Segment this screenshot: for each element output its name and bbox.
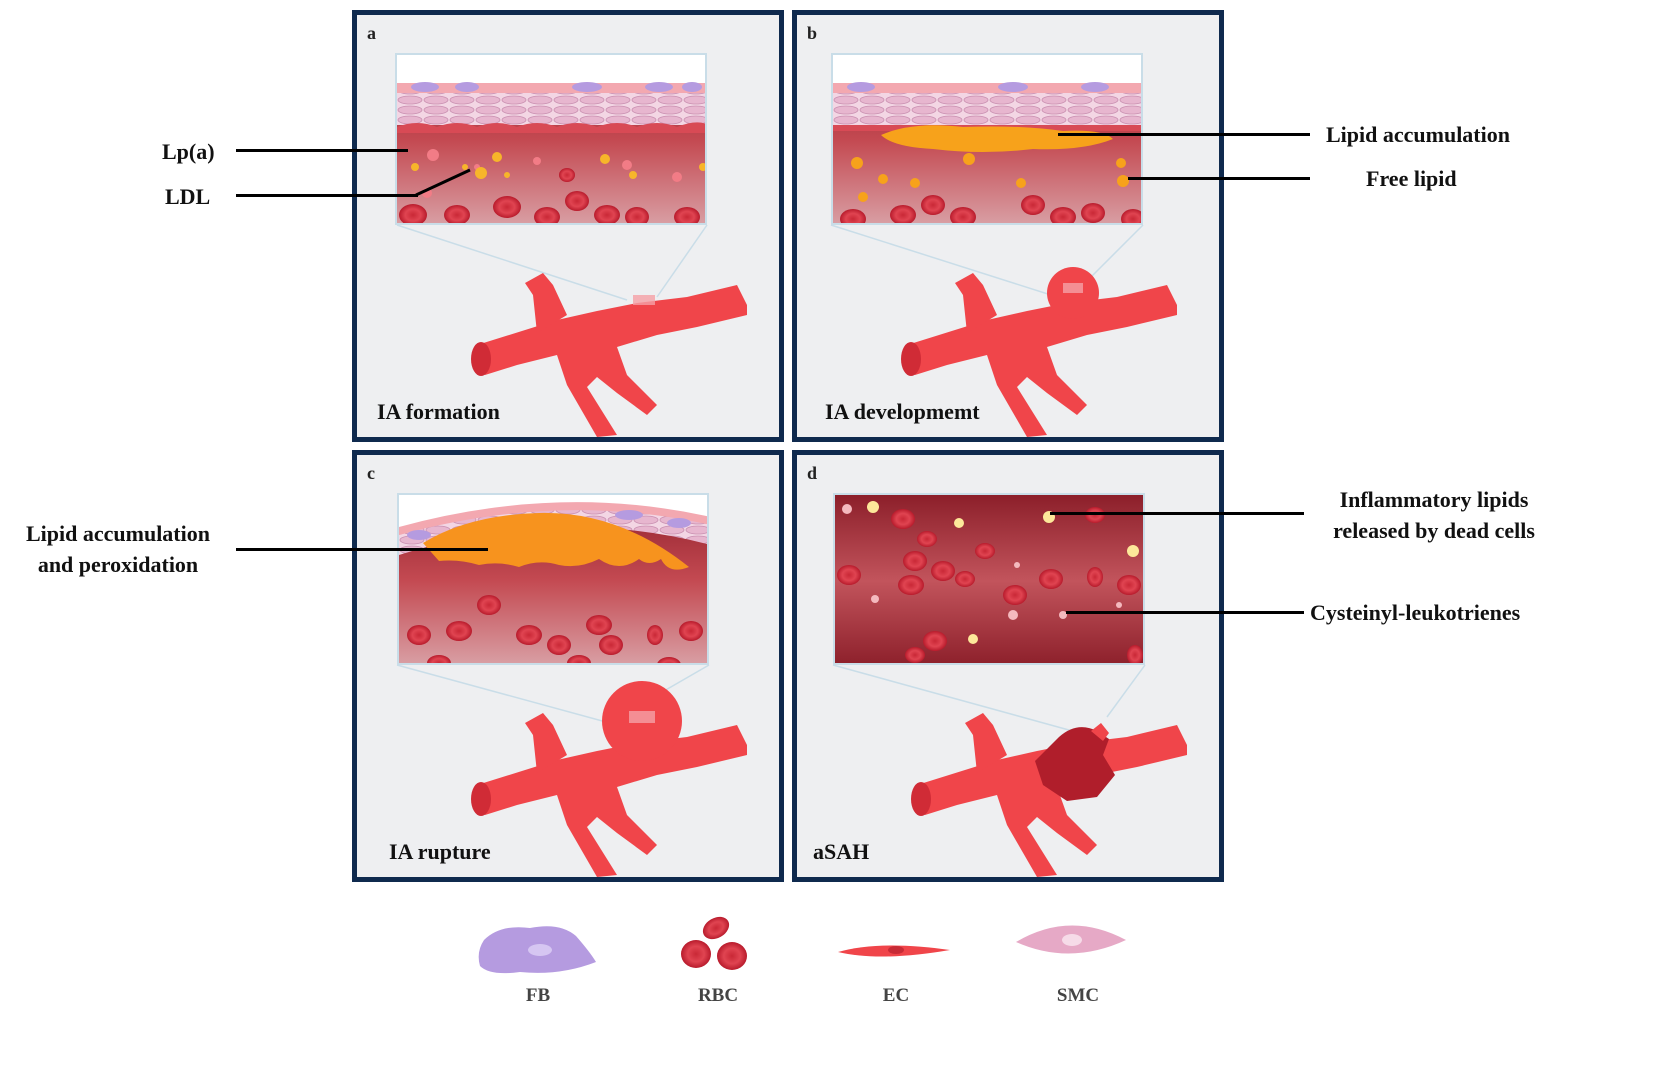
inflammatory-lipids-leader-line [1050,512,1304,515]
panel-caption: aSAH [813,839,870,864]
panel-caption: IA formation [377,399,500,424]
ldl-label: LDL [165,184,211,209]
lpa-leader-line [236,149,408,152]
ldl-leader-line [236,194,418,197]
ldl-particle [492,152,502,162]
panel-letter: b [807,23,818,43]
legend-label-smc: SMC [1056,985,1100,1006]
legend-label-ec: EC [882,985,910,1006]
panel-b: b [792,10,1224,442]
panel-d: d [792,450,1224,882]
panel-caption: IA developmemt [825,399,980,424]
cysteinyl-leukotriene-particle [1059,611,1067,619]
fibroblast-icon [478,926,596,974]
lipid-peroxidation-label-line-2: and peroxidation [37,552,199,577]
ruptured-aneurysm-shape [1035,727,1115,801]
cysteinyl-leukotrienes-leader-line [1066,611,1304,614]
lipid-peroxidation-label: Lipid accumulation and peroxidation [6,518,230,580]
free-lipid-leader-line [1128,177,1310,180]
smooth-muscle-cell-icon [1016,925,1126,954]
legend-label-fb: FB [525,985,551,1006]
inflammatory-lipids-label-line-1: Inflammatory lipids [1339,487,1529,512]
legend-label-rbc: RBC [697,985,739,1006]
free-lipid-label: Free lipid [1366,166,1457,191]
panel-caption: IA rupture [389,839,491,864]
panel-letter: a [367,23,376,43]
panel-a: a [352,10,784,442]
cysteinyl-leukotrienes-label: Cysteinyl-leukotrienes [1310,600,1521,625]
panel-letter: c [367,463,375,483]
vessel-wall-inset [395,53,707,225]
red-blood-cell-icon [681,916,747,970]
lpa-label: Lp(a) [162,139,215,164]
inflammatory-lipids-label-line-2: released by dead cells [1333,518,1535,543]
panel-letter: d [807,463,818,483]
vessel-wall-inset [397,493,709,665]
inflammatory-lipids-label: Inflammatory lipids released by dead cel… [1310,484,1558,546]
lipid-accumulation-shape [881,125,1113,152]
lipid-accumulation-leader-line [1058,133,1310,136]
lpa-particle [427,149,439,161]
lipid-peroxidation-label-line-1: Lipid accumulation [26,521,210,546]
free-lipid-particle [1117,175,1129,187]
panel-c: c [352,450,784,882]
blood-inset [833,493,1145,665]
vessel-wall-inset [831,53,1143,225]
lipid-peroxidation-shape [423,512,689,570]
lipid-peroxidation-leader-line [236,548,488,551]
endothelial-cell-icon [838,945,950,957]
lipid-accumulation-label: Lipid accumulation [1326,122,1510,147]
